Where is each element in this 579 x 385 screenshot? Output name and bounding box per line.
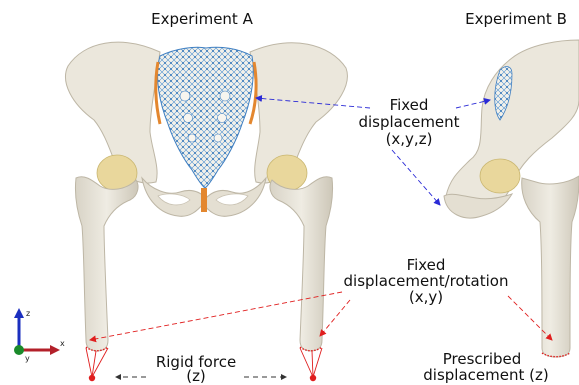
axes-triad: z x y bbox=[14, 308, 65, 363]
axis-z-label: z bbox=[26, 309, 30, 318]
sacrum-mesh bbox=[158, 47, 254, 188]
left-force-cone bbox=[86, 348, 108, 377]
right-force-cone bbox=[300, 348, 322, 377]
fixed-pubic-symphysis bbox=[201, 188, 207, 212]
b-femur bbox=[522, 176, 579, 357]
axis-y-label: y bbox=[25, 354, 30, 363]
fixed-displacement-line1: Fixed bbox=[390, 98, 429, 113]
axis-x-head bbox=[50, 345, 60, 355]
experiment-b-title: Experiment B bbox=[465, 12, 567, 27]
right-force-node bbox=[310, 375, 316, 381]
prescribed-displacement-line1: Prescribed bbox=[443, 352, 522, 367]
prescribed-displacement-line2: displacement (z) bbox=[423, 368, 548, 383]
experiment-a-title: Experiment A bbox=[151, 12, 253, 27]
left-force-node bbox=[89, 375, 95, 381]
axis-z-head bbox=[14, 308, 24, 318]
fixed-displacement-line2: displacement bbox=[358, 115, 459, 130]
fixed-displacement-line3: (x,y,z) bbox=[386, 132, 433, 147]
experiment-b-model bbox=[444, 40, 579, 357]
axis-y-origin bbox=[14, 345, 24, 355]
arrow-to-a-right-knee bbox=[320, 300, 350, 336]
arrow-to-b-pubis bbox=[392, 150, 440, 205]
experiment-a-model bbox=[66, 42, 348, 381]
fixed-rotation-line2: displacement/rotation bbox=[344, 274, 509, 289]
left-femur bbox=[75, 177, 138, 351]
b-femoral-head bbox=[480, 159, 520, 193]
rigid-force-line2: (z) bbox=[186, 369, 206, 384]
fixed-rotation-line3: (x,y) bbox=[409, 290, 443, 305]
fixed-rotation-line1: Fixed bbox=[407, 258, 446, 273]
right-femur bbox=[270, 177, 333, 351]
axis-x-label: x bbox=[60, 339, 65, 348]
